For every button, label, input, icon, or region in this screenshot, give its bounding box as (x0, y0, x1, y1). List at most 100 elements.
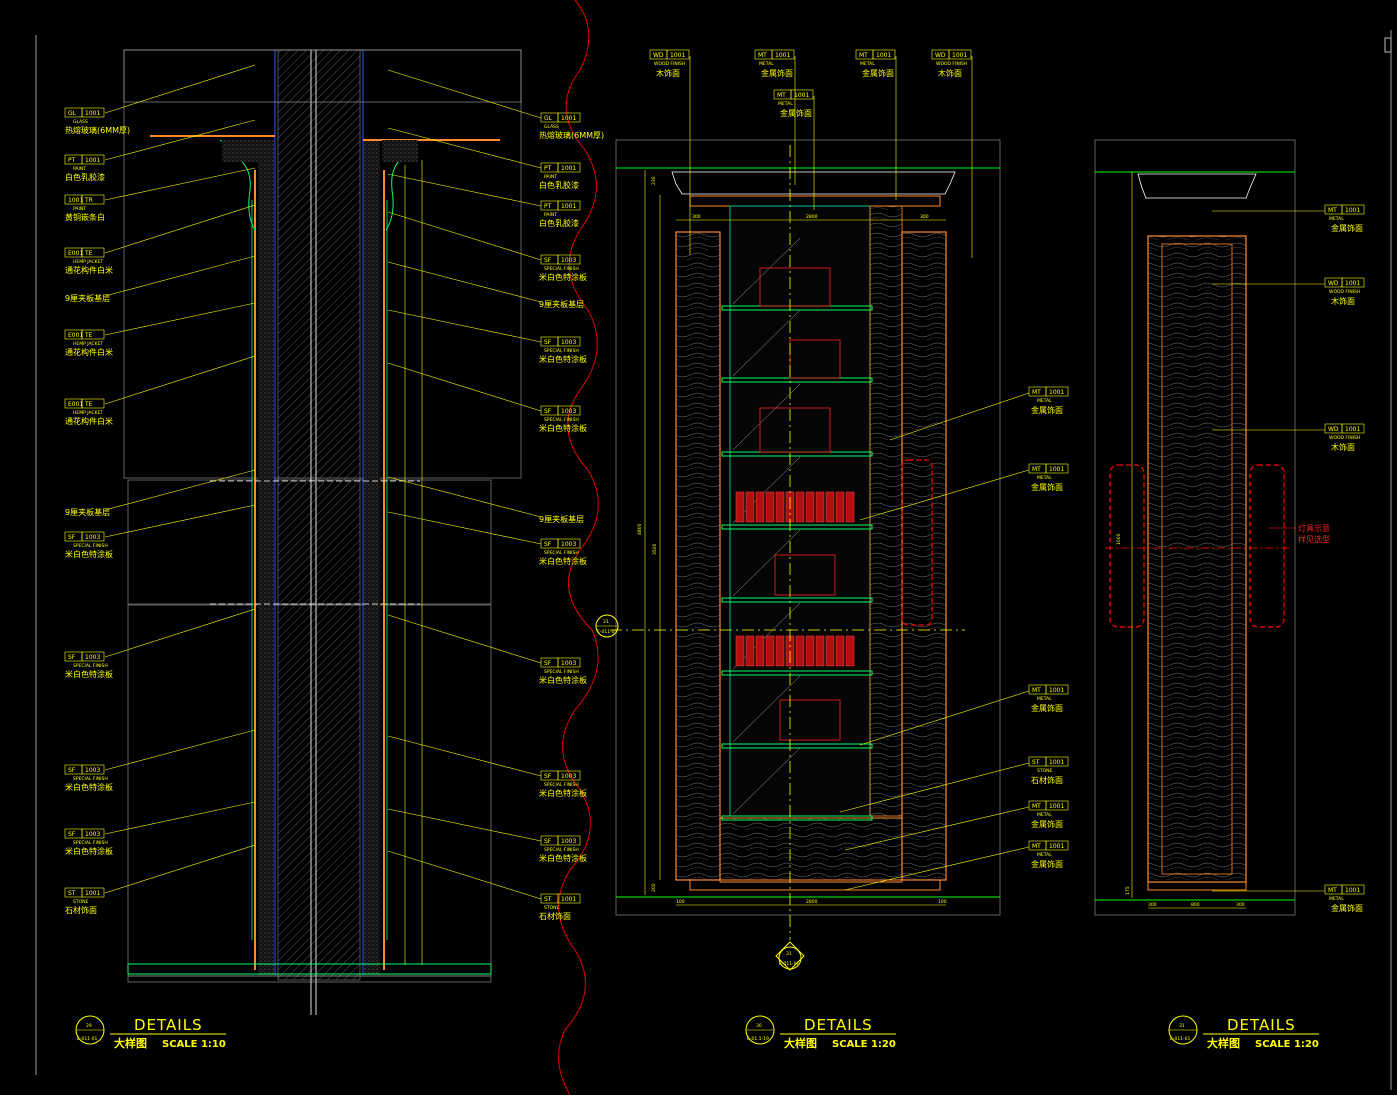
cornice-fill-right (382, 140, 418, 162)
far-right-tag-1-cn: 木饰面 (1331, 296, 1355, 306)
mid-right-tag-3-en: STONE (1037, 768, 1053, 774)
mid-right-tag-3-num-box (1045, 756, 1069, 767)
section-marker-left: 31 E-011-01 (595, 614, 619, 638)
left-tag-8-code: SF (68, 534, 76, 541)
mid-right-tag-4-en: METAL (1037, 812, 1052, 818)
shelf-6 (721, 743, 873, 749)
right-tag-6-code: SF (544, 408, 552, 415)
column-base (1147, 881, 1247, 891)
left-tag-5-num-box (81, 329, 105, 340)
far-right-tag-2-num: 1001 (1345, 426, 1360, 433)
right-tag-11-cn: 米白色特涂板 (539, 853, 587, 863)
right-tag-1-leader (387, 127, 542, 169)
dim-31-base: 175 (1125, 886, 1131, 895)
ornament-2 (774, 554, 836, 596)
left-tag-4-leader (104, 255, 256, 297)
left-tag-10-en: SPECIAL FINISH (73, 776, 108, 782)
mid-top-tag-4-cn: 木饰面 (938, 68, 962, 78)
book-0-4 (775, 491, 785, 523)
mid-top-tag-3-en: METAL (860, 61, 875, 67)
title-block-2-subtitle: 大样图 (1207, 1036, 1240, 1050)
left-tag-3-leader (104, 204, 256, 254)
mid-top-tag-4-code: WD (935, 52, 946, 59)
plaster-fill-left (258, 140, 274, 975)
book-1-10 (835, 635, 845, 667)
right-tag-6-num: 1003 (561, 408, 576, 415)
left-tag-11-cn: 米白色特涂板 (65, 846, 113, 856)
right-tag-0-en: GLASS (544, 124, 559, 130)
mid-right-tag-2-en: METAL (1037, 696, 1052, 702)
shelf-diag-1 (732, 309, 801, 377)
right-tag-2-en: PAINT (544, 212, 557, 218)
right-tag-9-num: 1003 (561, 660, 576, 667)
section-marker-left-num: 31 (603, 619, 609, 625)
plaster-fill-right (364, 140, 380, 975)
left-tag-10-leader (104, 729, 256, 771)
left-tag-0-en: GLASS (73, 119, 88, 125)
right-tag-0-cn: 热熔玻璃(6MM厚) (539, 130, 604, 140)
right-tag-2-num-box (557, 200, 581, 211)
left-tag-10-num: 1003 (85, 767, 100, 774)
right-tag-10-cn: 米白色特涂板 (539, 788, 587, 798)
dim-31-a: 300 (1148, 902, 1157, 908)
mid-right-tag-2-cn: 金属饰面 (1031, 703, 1063, 713)
left-tag-4: 9厘夹板基层 (65, 255, 256, 303)
right-tag-2-leader (387, 173, 542, 207)
dim-cap: 230 (651, 176, 657, 185)
dim-31-mid: 800 (1191, 902, 1200, 908)
dim-left-mid: 3500 (652, 543, 658, 555)
right-tag-10-code: SF (544, 773, 552, 780)
shelf-5 (721, 670, 873, 676)
right-tag-5-code: SF (544, 339, 552, 346)
lamp-note-line-2: 样见选型 (1298, 534, 1330, 544)
right-tag-3-cn: 米白色特涂板 (539, 272, 587, 282)
right-tag-12-cn: 石材饰面 (539, 911, 571, 921)
bookcase-base (719, 817, 903, 883)
left-tag-1-num-box (81, 154, 105, 165)
mid-top-tag-1-code: MT (758, 52, 767, 59)
book-0-9 (825, 491, 835, 523)
left-tag-2-en: PAINT (73, 206, 86, 212)
column-inner (1161, 243, 1233, 875)
left-tag-11-num: 1003 (85, 831, 100, 838)
right-tag-7-cn: 9厘夹板基层 (539, 514, 584, 524)
detail-29-section (123, 49, 522, 1015)
left-tag-10-cn: 米白色特涂板 (65, 782, 113, 792)
right-tag-9-leader (387, 614, 542, 664)
far-right-tag-1-num: 1001 (1345, 280, 1360, 287)
right-tag-9-cn: 米白色特涂板 (539, 675, 587, 685)
left-tag-0-code: GL (68, 110, 77, 117)
shelf-diag-6 (732, 675, 801, 743)
left-tag-1-en: PAINT (73, 166, 86, 172)
left-tag-7-cn: 9厘夹板基层 (65, 507, 110, 517)
right-tag-2-num: 1001 (561, 203, 576, 210)
left-tag-5-cn: 通花构件白米 (65, 347, 113, 357)
left-tag-1-leader (104, 119, 256, 161)
mid-top-tag-0-num: 1001 (670, 52, 685, 59)
mid-right-tag-5-cn: 金属饰面 (1031, 859, 1063, 869)
ornament-1 (759, 407, 831, 453)
mid-top-tag-1-cn: 金属饰面 (761, 68, 793, 78)
right-tag-7-leader (387, 476, 542, 518)
book-0-0 (735, 491, 745, 523)
pilaster-left (675, 231, 721, 881)
left-tag-9-en: SPECIAL FINISH (73, 663, 108, 669)
right-tag-12-num: 1001 (561, 896, 576, 903)
lamp-left (1109, 464, 1145, 628)
left-tag-2-num-box (81, 194, 105, 205)
concrete-wall-hatch (277, 49, 361, 981)
ornament-0 (759, 267, 831, 307)
right-tag-12-num-box (557, 893, 581, 904)
